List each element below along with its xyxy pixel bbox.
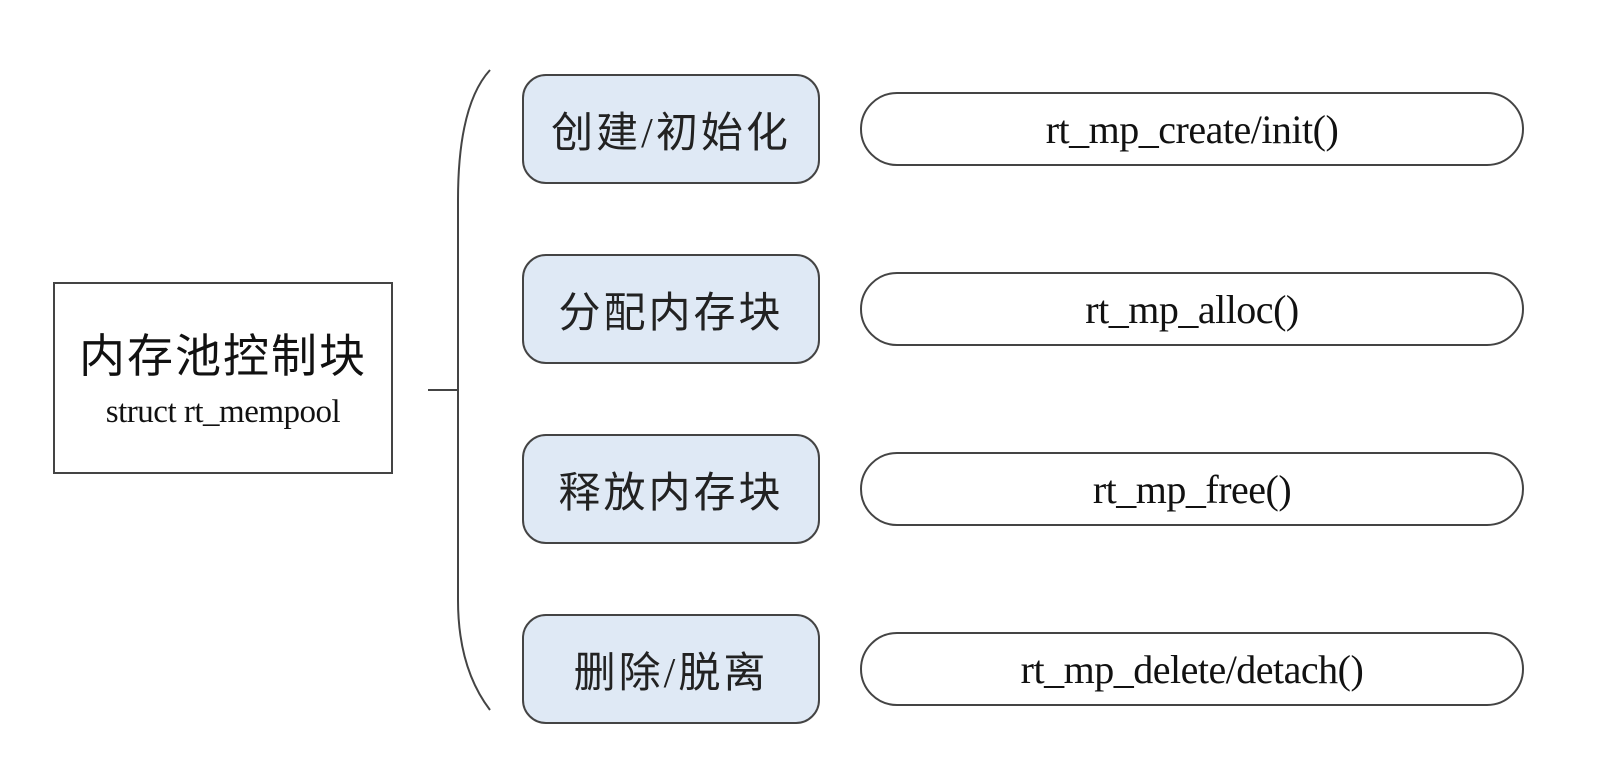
func-free-label: rt_mp_free() <box>1092 466 1292 512</box>
func-free: rt_mp_free() <box>860 452 1524 526</box>
func-alloc: rt_mp_alloc() <box>860 272 1524 346</box>
op-free-label: 释放内存块 <box>558 470 784 517</box>
func-delete-detach: rt_mp_delete/detach() <box>860 632 1524 706</box>
op-delete-detach: 删除/脱离 <box>522 614 820 724</box>
op-alloc-label: 分配内存块 <box>558 290 784 337</box>
memory-pool-control-block: 内存池控制块 struct rt_mempool <box>53 282 393 474</box>
control-block-struct: struct rt_mempool <box>105 393 341 430</box>
brace-curve <box>457 69 491 711</box>
func-create-init: rt_mp_create/init() <box>860 92 1524 166</box>
func-create-init-label: rt_mp_create/init() <box>1045 106 1339 152</box>
op-alloc: 分配内存块 <box>522 254 820 364</box>
func-delete-detach-label: rt_mp_delete/detach() <box>1020 646 1364 692</box>
op-free: 释放内存块 <box>522 434 820 544</box>
control-block-title: 内存池控制块 <box>79 331 367 383</box>
op-delete-detach-label: 删除/脱离 <box>573 650 769 697</box>
op-create-init: 创建/初始化 <box>522 74 820 184</box>
func-alloc-label: rt_mp_alloc() <box>1085 286 1299 332</box>
op-create-init-label: 创建/初始化 <box>551 110 791 157</box>
